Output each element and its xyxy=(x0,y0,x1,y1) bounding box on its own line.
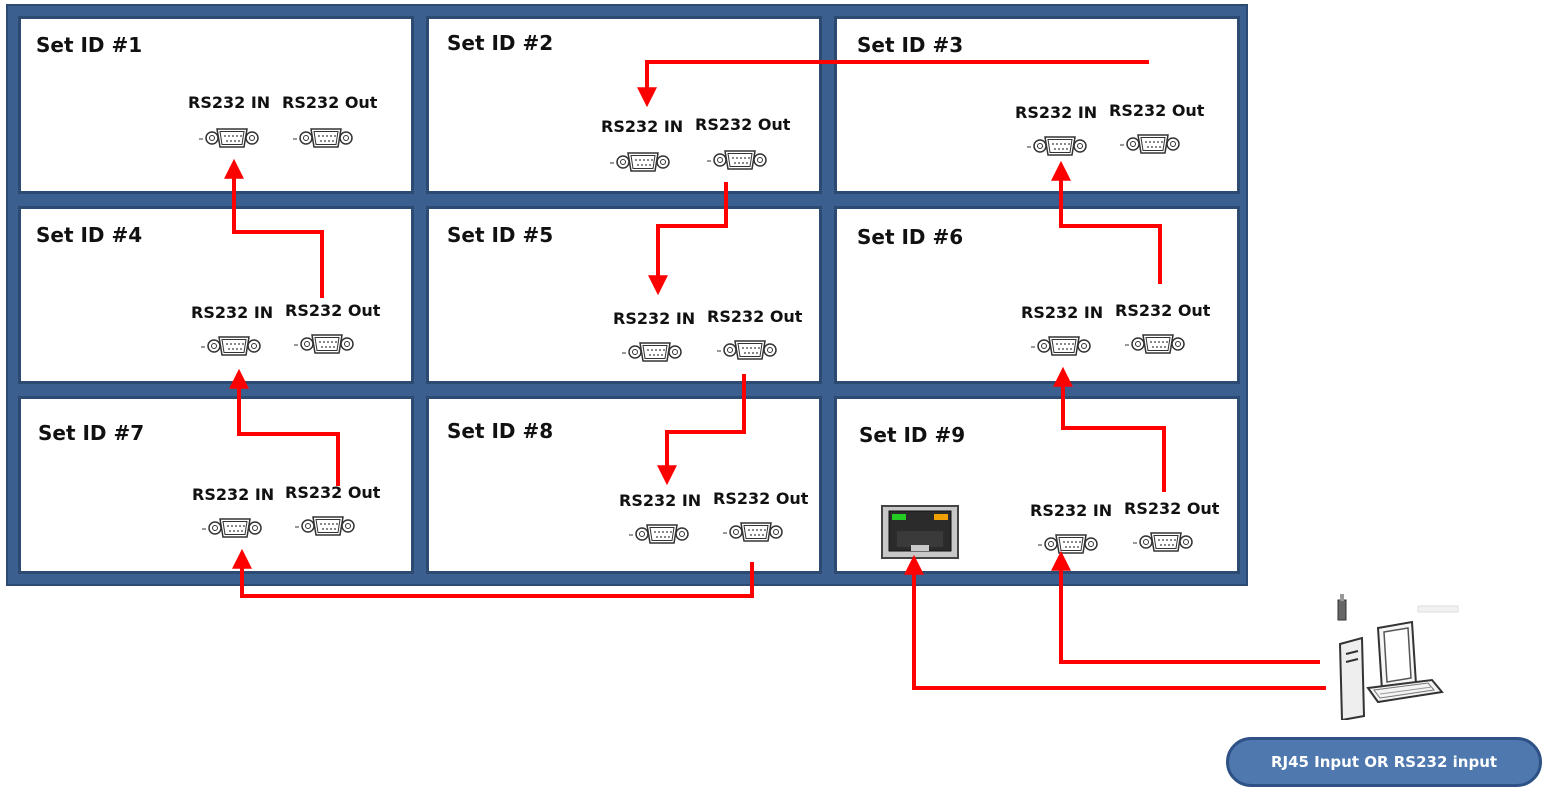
rj45-port-icon xyxy=(881,505,959,559)
panel-set-2: Set ID #2 RS232 IN RS232 Out xyxy=(426,16,822,194)
panel-title: Set ID #2 xyxy=(447,31,554,55)
rs232-in-label: RS232 IN xyxy=(188,93,271,112)
panel-set-8: Set ID #8 RS232 IN RS232 Out xyxy=(426,396,822,574)
panel-title: Set ID #6 xyxy=(857,225,964,249)
panel-title: Set ID #1 xyxy=(36,33,143,57)
input-type-label: RJ45 Input OR RS232 input xyxy=(1226,737,1542,787)
rs232-in-label: RS232 IN xyxy=(601,117,684,136)
rs232-out-label: RS232 Out xyxy=(695,115,791,134)
rs232-out-label: RS232 Out xyxy=(285,483,381,502)
rs232-in-port-icon xyxy=(1038,529,1100,559)
rs232-in-port-icon xyxy=(622,337,684,367)
rs232-out-port-icon xyxy=(1133,527,1195,557)
rs232-in-label: RS232 IN xyxy=(1015,103,1098,122)
panel-set-1: Set ID #1 RS232 IN RS232 Out xyxy=(18,16,414,194)
rs232-out-label: RS232 Out xyxy=(1109,101,1205,120)
rs232-out-port-icon xyxy=(1120,129,1182,159)
rs232-in-port-icon xyxy=(201,331,263,361)
rs232-in-port-icon xyxy=(199,123,261,153)
rs232-out-label: RS232 Out xyxy=(1115,301,1211,320)
rs232-in-label: RS232 IN xyxy=(192,485,275,504)
rs232-out-port-icon xyxy=(1125,329,1187,359)
rs232-in-label: RS232 IN xyxy=(619,491,702,510)
panel-title: Set ID #7 xyxy=(38,421,145,445)
rs232-in-port-icon xyxy=(1027,131,1089,161)
rs232-out-label: RS232 Out xyxy=(1124,499,1220,518)
rs232-in-port-icon xyxy=(629,519,691,549)
panel-title: Set ID #5 xyxy=(447,223,554,247)
rs232-out-label: RS232 Out xyxy=(707,307,803,326)
rs232-out-port-icon xyxy=(293,123,355,153)
rs232-in-label: RS232 IN xyxy=(613,309,696,328)
desktop-computer-icon xyxy=(1328,588,1460,722)
panel-set-6: Set ID #6 RS232 IN RS232 Out xyxy=(834,206,1240,384)
rs232-in-port-icon xyxy=(202,513,264,543)
rs232-out-port-icon xyxy=(707,145,769,175)
panel-set-5: Set ID #5 RS232 IN RS232 Out xyxy=(426,206,822,384)
panel-set-9: Set ID #9 RS232 IN RS232 Out xyxy=(834,396,1240,574)
rs232-out-label: RS232 Out xyxy=(285,301,381,320)
panel-title: Set ID #4 xyxy=(36,223,143,247)
rs232-out-port-icon xyxy=(294,329,356,359)
panel-title: Set ID #8 xyxy=(447,419,554,443)
panel-title: Set ID #3 xyxy=(857,33,964,57)
rs232-out-label: RS232 Out xyxy=(713,489,809,508)
panel-set-4: Set ID #4 RS232 IN RS232 Out xyxy=(18,206,414,384)
panel-set-7: Set ID #7 RS232 IN RS232 Out xyxy=(18,396,414,574)
rs232-out-port-icon xyxy=(295,511,357,541)
rs232-out-port-icon xyxy=(723,517,785,547)
rs232-in-label: RS232 IN xyxy=(1021,303,1104,322)
rs232-in-label: RS232 IN xyxy=(191,303,274,322)
rs232-in-label: RS232 IN xyxy=(1030,501,1113,520)
rs232-in-port-icon xyxy=(1031,331,1093,361)
panel-set-3: Set ID #3 RS232 IN RS232 Out xyxy=(834,16,1240,194)
rs232-out-port-icon xyxy=(717,335,779,365)
rs232-in-port-icon xyxy=(610,147,672,177)
rs232-out-label: RS232 Out xyxy=(282,93,378,112)
panel-title: Set ID #9 xyxy=(859,423,966,447)
